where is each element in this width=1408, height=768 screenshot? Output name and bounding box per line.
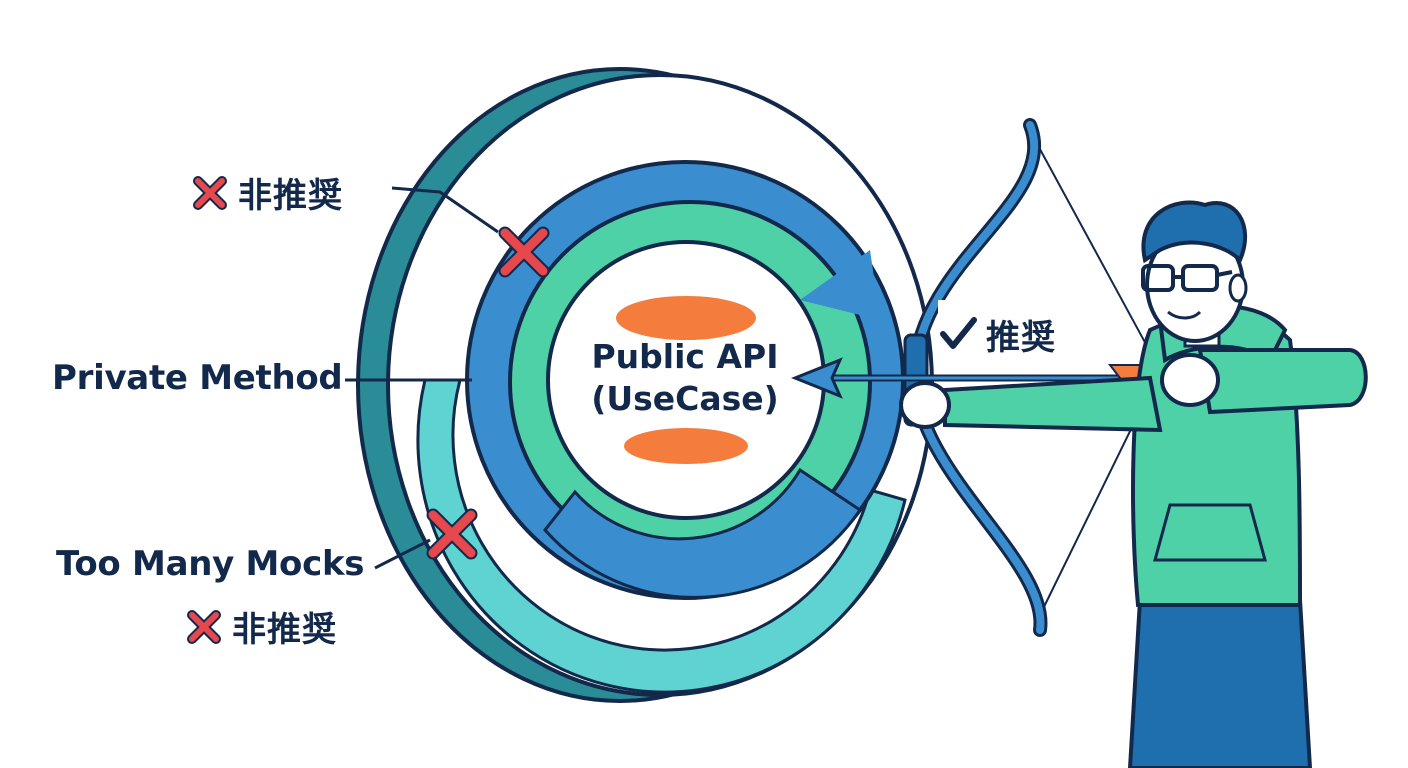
orange-band-bottom	[624, 428, 748, 464]
archer-smile	[1167, 310, 1202, 320]
inner-blue-segment	[543, 467, 863, 599]
not-recommended-text: 非推奨	[232, 610, 337, 650]
center-line-1: Public API	[591, 337, 779, 376]
archer-ear	[1228, 273, 1248, 303]
pointer-bottom	[374, 538, 431, 570]
label-not-recommended-bottom: 非推奨	[186, 602, 337, 651]
cross-icon	[498, 226, 550, 278]
label-not-recommended-top: 非推奨	[192, 168, 343, 217]
center-label: Public API (UseCase)	[560, 336, 810, 420]
ring-outer-aqua	[416, 378, 907, 694]
archer-jeans	[1127, 598, 1313, 768]
target	[356, 67, 934, 703]
pointer-top	[391, 186, 499, 234]
label-too-many-mocks: Too Many Mocks	[56, 544, 365, 584]
archer-back-hand	[1160, 353, 1220, 407]
archer-pocket	[1153, 503, 1267, 562]
glasses-icon	[1141, 264, 1233, 292]
recommended-text: 推奨	[986, 317, 1056, 358]
cross-icon	[193, 175, 227, 210]
orange-band-top	[616, 296, 756, 340]
check-icon	[940, 317, 977, 349]
label-private-method: Private Method	[52, 358, 343, 398]
ring-green-gap	[800, 250, 880, 320]
archer-right-arm	[1197, 348, 1368, 415]
label-recommended: 推奨	[938, 300, 1096, 368]
not-recommended-text: 非推奨	[238, 176, 343, 216]
archer-left-arm	[943, 375, 1163, 433]
archer	[899, 200, 1368, 768]
pointer-lines	[345, 186, 499, 570]
archer-front-hand	[899, 381, 951, 429]
arrow-head	[790, 357, 843, 399]
center-line-2: (UseCase)	[591, 379, 779, 418]
cross-icon	[426, 508, 478, 560]
cross-icon	[187, 609, 221, 644]
archer-hair	[1141, 200, 1247, 264]
